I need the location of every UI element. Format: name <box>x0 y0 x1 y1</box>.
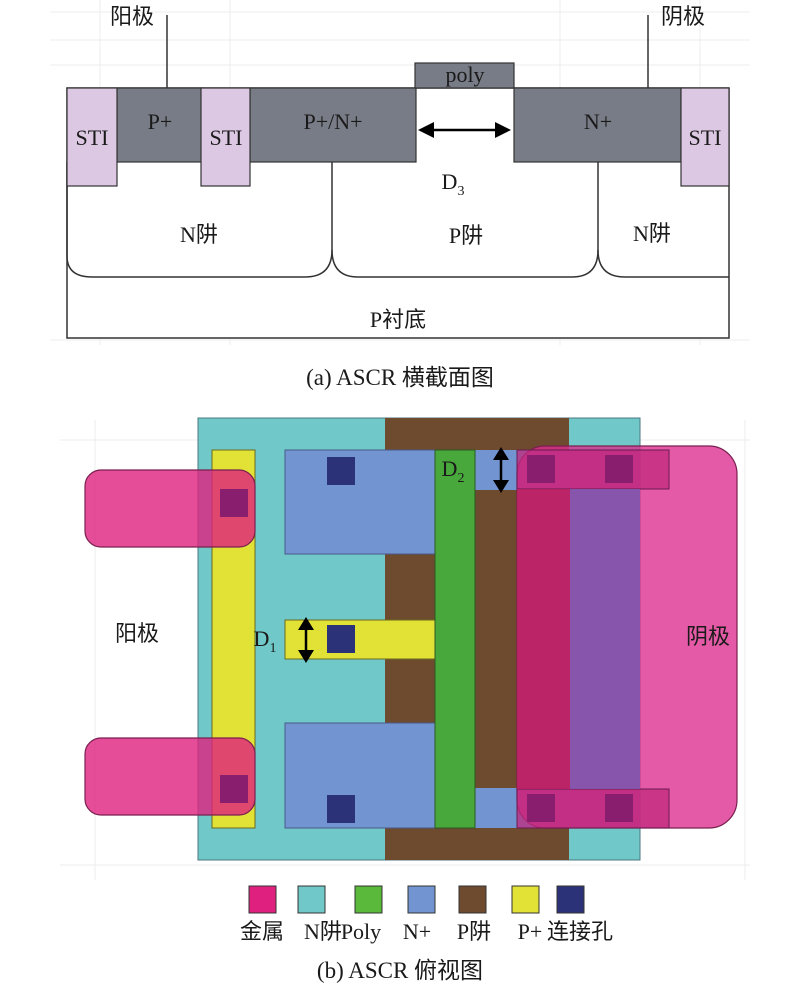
legend-label: N阱 <box>304 919 342 944</box>
p-substrate-label: P衬底 <box>370 307 426 332</box>
n-plus-block-bottom <box>284 722 436 829</box>
legend-label: N+ <box>403 919 431 944</box>
p-plus-n-plus-label: P+/N+ <box>303 109 362 134</box>
contact-hole <box>327 625 355 653</box>
contact-hole <box>605 455 633 483</box>
p-plus-label: P+ <box>148 109 173 134</box>
legend-swatch <box>458 885 487 914</box>
legend-swatch <box>407 885 436 914</box>
top-view-diagram: D1 D2 阳极 阴极 <box>84 417 738 861</box>
legend-swatch <box>248 885 277 914</box>
p-plus-n-plus-diffusion <box>249 87 417 163</box>
legend-label: P+ <box>518 919 543 944</box>
d1-spacing-arrow <box>298 617 314 663</box>
contact-hole <box>220 775 248 803</box>
contact-hole <box>327 457 355 485</box>
contact-holes <box>220 455 633 823</box>
sti-right-label: STI <box>689 125 722 150</box>
poly-gate <box>414 62 515 89</box>
n-well-left-label: N阱 <box>180 222 218 247</box>
legend-label: P阱 <box>457 919 491 944</box>
sti-left-label: STI <box>76 125 109 150</box>
n-well-left-boundary <box>66 162 333 278</box>
anode-metal-top <box>84 469 256 548</box>
p-well-label: P阱 <box>449 223 483 248</box>
n-well-right-label: N阱 <box>633 221 671 246</box>
cathode-purple-band <box>570 489 640 789</box>
n-plus-diffusion <box>513 87 682 163</box>
anode-label-top: 阳极 <box>110 4 154 29</box>
anode-label-bottom: 阳极 <box>115 621 159 646</box>
legend-swatch <box>354 885 383 914</box>
anode-metal-bottom <box>84 737 256 816</box>
contact-hole <box>327 795 355 823</box>
sti-right <box>680 87 730 187</box>
contact-hole <box>605 794 633 822</box>
p-well-right-column <box>475 418 519 860</box>
sti-middle-label: STI <box>210 125 243 150</box>
caption-b: (b) ASCR 俯视图 <box>317 958 483 983</box>
contact-hole <box>527 794 555 822</box>
sti-middle <box>200 87 251 187</box>
legend-label: Poly <box>341 919 381 944</box>
poly-label: poly <box>445 62 484 87</box>
cathode-label-bottom: 阴极 <box>686 624 730 649</box>
cross-section-diagram: 阳极 阴极 poly P+ P+/N+ N+ STI STI STI D3 N阱… <box>66 4 730 390</box>
n-well-right-boundary <box>597 162 729 278</box>
n-plus-cathode-bottom <box>475 788 519 828</box>
contact-hole <box>527 455 555 483</box>
legend-swatch <box>297 885 326 914</box>
d1-label: D1 <box>254 626 277 656</box>
contact-hole <box>220 489 248 517</box>
legend-swatch <box>511 885 540 914</box>
sti-left <box>66 87 118 187</box>
n-plus-block-top <box>284 449 436 555</box>
n-plus-label: N+ <box>584 109 612 134</box>
d2-label: D2 <box>442 456 465 486</box>
legend-label: 连接孔 <box>547 919 613 944</box>
p-well-boundary <box>331 249 599 278</box>
caption-a: (a) ASCR 横截面图 <box>306 365 494 390</box>
cathode-red-band <box>517 489 570 789</box>
legend-swatch <box>556 885 585 914</box>
legend-label: 金属 <box>240 919 284 944</box>
cathode-label-top: 阴极 <box>661 4 705 29</box>
d3-label: D3 <box>442 169 465 199</box>
d3-spacing-arrow <box>418 122 511 138</box>
d2-spacing-arrow <box>493 447 509 493</box>
poly-strip <box>434 449 476 829</box>
